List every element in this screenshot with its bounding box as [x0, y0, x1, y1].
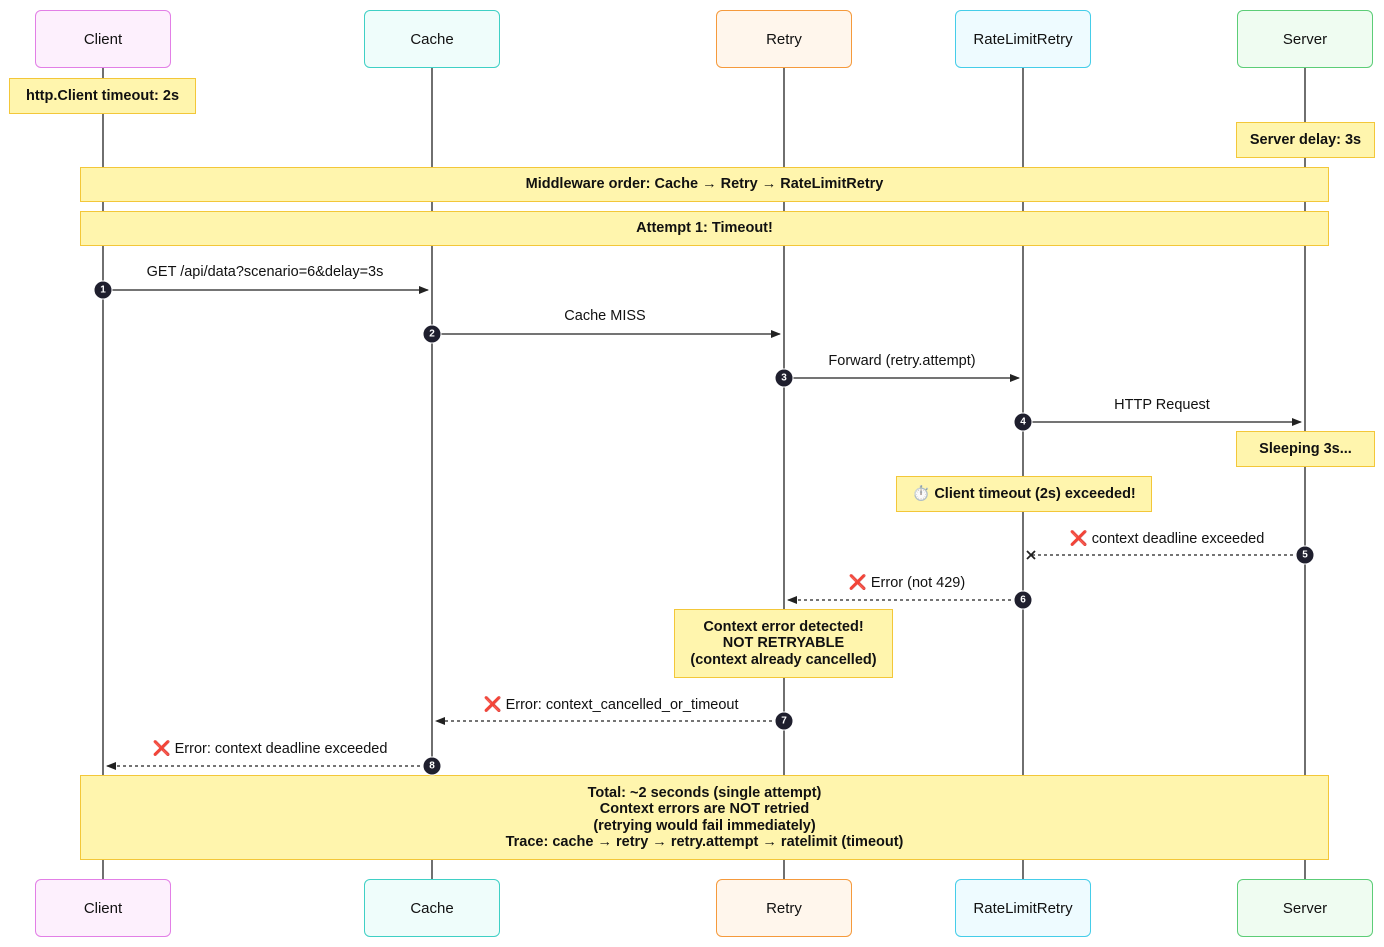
participant-client: Client: [35, 10, 171, 68]
step-badge: 3: [774, 368, 794, 388]
participant-ratelimitretry: RateLimitRetry: [955, 10, 1091, 68]
note-middleware-order: Middleware order: Cache → Retry → RateLi…: [80, 167, 1329, 202]
step-badge: 1: [93, 280, 113, 300]
step-badge: 8: [422, 756, 442, 776]
cross-mark-icon: ❌: [1069, 531, 1088, 547]
note-server-delay: Server delay: 3s: [1236, 122, 1375, 158]
participant-cache-bottom: Cache: [364, 879, 500, 937]
message-label: Cache MISS: [564, 308, 646, 324]
participant-client-bottom: Client: [35, 879, 171, 937]
note-sleeping: Sleeping 3s...: [1236, 431, 1375, 467]
participant-retry: Retry: [716, 10, 852, 68]
participant-retry-bottom: Retry: [716, 879, 852, 937]
step-badge: 7: [774, 711, 794, 731]
step-badge: 4: [1013, 412, 1033, 432]
participant-ratelimitretry-bottom: RateLimitRetry: [955, 879, 1091, 937]
cross-mark-icon: ❌: [152, 741, 171, 757]
note-client-timeout: http.Client timeout: 2s: [9, 78, 196, 114]
message-label: HTTP Request: [1114, 397, 1210, 413]
participant-server-bottom: Server: [1237, 879, 1373, 937]
message-label: ❌context deadline exceeded: [1069, 531, 1265, 547]
step-badge: 5: [1295, 545, 1315, 565]
message-label: ❌Error: context deadline exceeded: [152, 741, 388, 757]
note-context-error: Context error detected! NOT RETRYABLE (c…: [674, 609, 893, 678]
participant-cache: Cache: [364, 10, 500, 68]
step-badge: 6: [1013, 590, 1033, 610]
note-total: Total: ~2 seconds (single attempt) Conte…: [80, 775, 1329, 860]
note-client-timeout-exceeded: ⏱️ Client timeout (2s) exceeded!: [896, 476, 1152, 512]
message-label: ❌Error (not 429): [848, 575, 966, 591]
message-label: GET /api/data?scenario=6&delay=3s: [146, 264, 384, 280]
note-attempt: Attempt 1: Timeout!: [80, 211, 1329, 246]
cross-mark-icon: ❌: [483, 697, 502, 713]
cross-mark-icon: ❌: [848, 575, 867, 591]
step-badge: 2: [422, 324, 442, 344]
message-label: ❌Error: context_cancelled_or_timeout: [483, 697, 739, 713]
lost-message-cross-icon: [1026, 550, 1036, 560]
participant-server: Server: [1237, 10, 1373, 68]
message-label: Forward (retry.attempt): [828, 353, 976, 369]
